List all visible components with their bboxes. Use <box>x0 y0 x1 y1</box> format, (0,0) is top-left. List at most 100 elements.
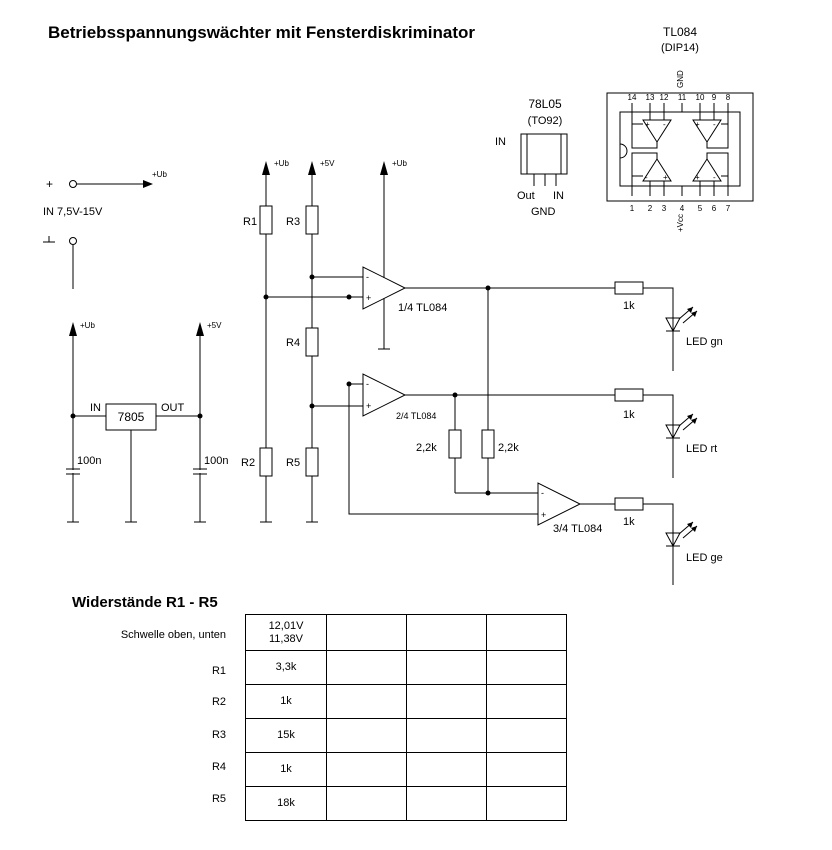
ic-top-pin-label-10: 10 <box>696 93 705 102</box>
resistor-led-gn-label: 1k <box>623 300 635 312</box>
resistor-pullup-b-label: 2,2k <box>498 442 519 454</box>
input-range-label: IN 7,5V-15V <box>43 206 103 218</box>
svg-text:+: + <box>663 173 668 182</box>
table-cell <box>406 718 487 753</box>
page-title: Betriebsspannungswächter mit Fensterdisk… <box>48 23 475 42</box>
ic-top-pin-label-11: 11 <box>678 93 687 102</box>
led-ge-label: LED ge <box>686 552 723 564</box>
ic-frame <box>606 92 754 202</box>
svg-text:-: - <box>713 120 716 129</box>
table-cell <box>326 786 407 821</box>
output-wiring: 2,2k 2,2k <box>405 285 615 505</box>
divider-network: +Ub +5V R1 R2 R3 R4 R5 <box>241 159 538 523</box>
ic-amp-3 <box>692 158 722 182</box>
reg78l05-in2-label: IN <box>553 190 564 202</box>
ic-amp-2 <box>642 158 672 182</box>
resistor-r5-label: R5 <box>286 457 300 469</box>
svg-text:+: + <box>366 401 371 411</box>
supply-5v-label: +5V <box>207 321 222 330</box>
ic-vcc-label: +Vcc <box>676 214 685 232</box>
led-branch-ge: 1k LED ge <box>614 497 723 585</box>
svg-text:-: - <box>366 379 369 389</box>
resistor-r4-label: R4 <box>286 337 300 349</box>
resistor-r2-label: R2 <box>241 457 255 469</box>
table-row: 1k <box>245 752 567 787</box>
ic-gnd-label: GND <box>676 70 685 88</box>
led-branch-gn: 1k LED gn <box>614 281 723 371</box>
svg-text:+: + <box>366 293 371 303</box>
resistor-led-ge <box>614 497 644 511</box>
ic-bottom-pin-label-3: 3 <box>662 204 667 213</box>
ic-top-pin-label-9: 9 <box>712 93 717 102</box>
led-gn-label: LED gn <box>686 336 723 348</box>
input-terminals: + +Ub IN 7,5V-15V <box>43 170 167 289</box>
resistor-r1 <box>259 205 273 235</box>
cell-threshold-lower: 11,38V <box>268 632 304 645</box>
svg-text:+: + <box>695 120 700 129</box>
led-rt-label: LED rt <box>686 443 717 455</box>
table-cell <box>406 614 487 651</box>
cell-threshold-upper: 12,01V <box>268 619 304 632</box>
reg78l05-package: (TO92) <box>528 115 563 127</box>
svg-text:-: - <box>645 173 648 182</box>
table-row: 12,01V 11,38V <box>245 614 567 651</box>
table-cell <box>326 650 407 685</box>
reg78l05-out-label: Out <box>517 190 535 202</box>
row-label-r3: R3 <box>211 729 226 741</box>
svg-text:+: + <box>695 173 700 182</box>
svg-text:-: - <box>663 120 666 129</box>
capacitor-2-label: 100n <box>204 455 228 467</box>
resistor-led-rt <box>614 388 644 402</box>
svg-text:-: - <box>541 488 544 498</box>
ic-top-pin-label-14: 14 <box>628 93 637 102</box>
row-label-threshold: Schwelle oben, unten <box>120 629 226 641</box>
table-row: 3,3k <box>245 650 567 685</box>
table-row: 18k <box>245 786 567 821</box>
cell-r3: 15k <box>245 718 327 753</box>
table-cell <box>406 752 487 787</box>
resistor-table: 12,01V 11,38V 3,3k 1k 15k 1k 18k <box>245 614 567 821</box>
regulator-in-label: IN <box>90 402 101 414</box>
reg78l05-name: 78L05 <box>528 97 562 111</box>
cell-r4: 1k <box>245 752 327 787</box>
resistor-r4 <box>305 327 319 357</box>
regulator-7805-section: +Ub +5V 7805 IN OUT 100n 100n <box>66 321 228 523</box>
regulator-7805-label: 7805 <box>118 410 145 424</box>
led-ge-symbol <box>665 532 681 548</box>
table-cell <box>326 752 407 787</box>
row-label-r2: R2 <box>211 696 226 708</box>
resistor-led-rt-label: 1k <box>623 409 635 421</box>
ic-bottom-pin-label-6: 6 <box>712 204 717 213</box>
input-plus-label: + <box>46 177 53 191</box>
table-cell <box>406 684 487 719</box>
resistor-r3-label: R3 <box>286 216 300 228</box>
opamp-1-label: 1/4 TL084 <box>398 302 447 314</box>
ic-top-pin-label-8: 8 <box>726 93 731 102</box>
led-gn-symbol <box>665 317 681 333</box>
table-cell <box>326 718 407 753</box>
table-cell <box>486 614 567 651</box>
row-label-r5: R5 <box>211 793 226 805</box>
opamp-3-label: 3/4 TL084 <box>553 523 602 535</box>
cell-r2: 1k <box>245 684 327 719</box>
table-cell <box>326 614 407 651</box>
table-cell <box>486 786 567 821</box>
svg-text:+: + <box>645 120 650 129</box>
table-cell <box>406 786 487 821</box>
led-rt-symbol <box>665 424 681 440</box>
ic-top-pin-label-13: 13 <box>646 93 655 102</box>
ic-bottom-pin-label-1: 1 <box>630 204 635 213</box>
reg78l05-body <box>520 133 568 175</box>
regulator-78l05: 78L05 (TO92) IN Out IN GND <box>495 97 568 218</box>
ic-package: (DIP14) <box>661 42 699 54</box>
resistor-pullup-a-label: 2,2k <box>416 442 437 454</box>
row-label-r4: R4 <box>211 761 226 773</box>
capacitor-2 <box>193 468 207 475</box>
row-label-r1: R1 <box>211 665 226 677</box>
cell-r1: 3,3k <box>245 650 327 685</box>
cell-threshold: 12,01V 11,38V <box>245 614 327 651</box>
svg-text:-: - <box>713 173 716 182</box>
resistor-pullup-a <box>448 429 462 459</box>
